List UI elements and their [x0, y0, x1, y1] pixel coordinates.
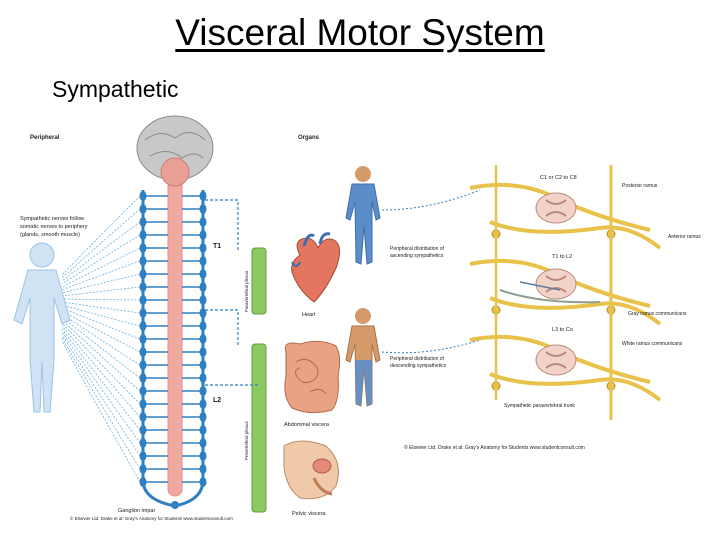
white-ramus-label: White ramus communicans — [622, 341, 683, 347]
abdominal-viscera-label: Abdominal viscera — [284, 422, 330, 428]
gray-ramus-label: Gray ramus communicans — [628, 311, 687, 317]
lower-body-figure — [345, 308, 381, 407]
peripheral-nerve — [61, 325, 141, 418]
peripheral-nerve — [61, 337, 141, 470]
spinal-segment — [469, 334, 662, 402]
peripheral-nerve — [61, 273, 141, 294]
peripheral-nerve-fan — [61, 195, 141, 483]
level-t1-label: T1 — [213, 243, 221, 250]
peripheral-nerve — [61, 331, 141, 444]
peripheral-nerve — [61, 221, 141, 282]
peripheral-nerve — [61, 313, 141, 366]
slide-title: Visceral Motor System — [175, 12, 545, 53]
gray-matter — [545, 351, 567, 369]
spinal-segment — [469, 182, 662, 250]
peripheral-nerve — [61, 304, 141, 327]
brain-figure — [136, 115, 214, 187]
spinal-cord — [167, 177, 183, 497]
anterior-ramus — [489, 220, 662, 250]
level-t-label: T1 to L2 — [552, 254, 572, 260]
gray-matter — [545, 275, 567, 293]
nerves-note-line-3: (glands, smooth muscle) — [20, 232, 80, 238]
peripheral-nerve — [61, 307, 141, 340]
peripheral-nerve — [61, 298, 141, 301]
anterior-ramus-label: Anterior ramus — [668, 234, 701, 240]
peripheral-nerve — [61, 247, 141, 288]
peripheral-body-figure — [13, 242, 71, 413]
peripheral-nerve — [61, 286, 141, 297]
spinal-segment — [469, 258, 662, 326]
heart-figure — [291, 232, 340, 303]
peripheral-nerve — [61, 334, 141, 457]
ascending-connector — [381, 189, 481, 211]
peripheral-heading: Peripheral — [30, 135, 60, 141]
peripheral-nerve — [61, 301, 141, 314]
white-ramus — [499, 289, 601, 304]
spinal-cord-section — [535, 344, 577, 376]
plexus-connector-lines — [205, 199, 258, 386]
intestines-figure — [284, 340, 341, 414]
peripheral-nerve — [61, 328, 141, 431]
anterior-ramus — [489, 372, 662, 402]
peripheral-nerve — [61, 340, 141, 483]
nerves-note-line-1: Sympathetic nerves follow — [20, 216, 84, 222]
level-c-label: C1 or C2 to C8 — [540, 175, 577, 181]
prevertebral-plexus-bar — [251, 343, 267, 513]
peripheral-nerve — [61, 208, 141, 279]
peripheral-nerve — [61, 316, 141, 379]
posterior-ramus-label: Posterior ramus — [622, 183, 658, 189]
pelvic-viscera-figure — [283, 440, 339, 500]
ganglion-impar — [171, 501, 179, 509]
preganglionic-fiber — [519, 281, 561, 291]
nerves-note-line-2: somatic nerves to periphery — [20, 224, 88, 230]
peripheral-nerve — [61, 195, 141, 276]
sympathetic-chain — [139, 190, 207, 509]
level-l-label: L3 to Co — [552, 327, 573, 333]
spinal-segment-diagrams — [469, 182, 662, 402]
descending-note-line-2: descending sympathetics — [390, 363, 447, 369]
ascending-note-line-1: Peripheral distribution of — [390, 246, 445, 252]
paravertebral-plexus-label: Paravertebral plexus — [244, 270, 249, 312]
left-copyright: © Elsevier Ltd. Drake et al: Gray's Anat… — [70, 515, 233, 521]
spinal-cord-section — [535, 268, 577, 300]
trunk-label: Sympathetic paravertebral trunk — [504, 403, 575, 409]
prevertebral-plexus-label: Prevertebral plexus — [244, 420, 249, 460]
paravertebral-plexus-bar — [251, 247, 267, 315]
peripheral-nerve — [61, 234, 141, 285]
level-l2-label: L2 — [213, 397, 221, 404]
ascending-note-line-2: ascending sympathetics — [390, 253, 444, 259]
heart-label: Heart — [302, 312, 316, 318]
spinal-cord-section — [535, 192, 577, 224]
pelvic-viscera-label: Pelvic viscera — [292, 511, 327, 517]
gray-matter — [545, 199, 567, 217]
descending-connector — [381, 339, 481, 354]
peripheral-nerve — [61, 260, 141, 291]
organs-heading: Organs — [298, 135, 320, 141]
peripheral-nerve — [61, 319, 141, 392]
upper-body-figure — [345, 166, 381, 265]
ganglion-impar-label: Ganglion impar — [118, 508, 155, 514]
peripheral-nerve — [61, 310, 141, 353]
slide-subtitle: Sympathetic — [52, 76, 179, 102]
peripheral-nerve — [61, 322, 141, 405]
right-copyright: © Elsevier Ltd. Drake et al: Gray's Anat… — [404, 444, 585, 451]
descending-note-line-1: Peripheral distribution of — [390, 356, 445, 362]
anterior-ramus — [489, 296, 662, 326]
